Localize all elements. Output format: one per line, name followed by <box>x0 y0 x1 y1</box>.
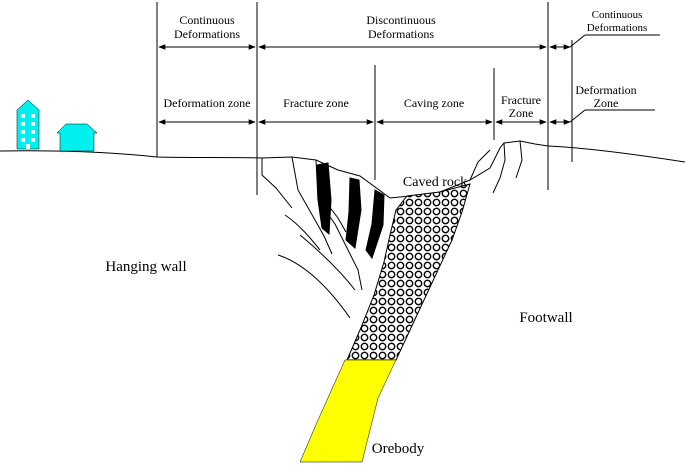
label-deformation-zone-right-1: Deformation <box>575 83 636 97</box>
label-footwall: Footwall <box>519 310 572 326</box>
label-discontinuous-1: Discontinuous <box>366 13 436 27</box>
ground-surface <box>0 140 685 199</box>
caved-rock-mass <box>346 183 471 361</box>
label-deformation-zone-right-2: Zone <box>594 96 619 110</box>
label-deformation-zone-left: Deformation zone <box>164 96 251 110</box>
house-icon <box>56 123 98 152</box>
leader-deformation-right <box>569 109 586 123</box>
label-continuous-right-2: Deformations <box>587 22 647 34</box>
deformation-arrows <box>158 34 660 50</box>
label-fracture-zone-right-2: Zone <box>509 106 534 120</box>
label-continuous-left-2: Deformations <box>174 27 240 41</box>
fracture-wedge-3 <box>365 189 385 260</box>
label-discontinuous-2: Deformations <box>368 27 434 41</box>
label-continuous-right-1: Continuous <box>592 9 643 21</box>
orebody <box>299 359 397 463</box>
label-hanging-wall: Hanging wall <box>105 259 186 275</box>
label-fracture-zone-right-1: Fracture <box>501 93 541 107</box>
fracture-wedge-2 <box>345 177 362 249</box>
footwall-fractures <box>469 140 523 194</box>
label-caved-rock: Caved rock <box>403 175 467 190</box>
fracture-wedges <box>316 162 385 260</box>
leader-continuous-right <box>569 34 586 48</box>
zone-boundaries <box>156 2 573 195</box>
label-orebody: Orebody <box>372 441 425 457</box>
label-fracture-zone-left: Fracture zone <box>283 96 349 110</box>
tall-building-icon <box>16 99 40 150</box>
label-continuous-left-1: Continuous <box>179 13 235 27</box>
zone-arrows <box>158 109 655 125</box>
label-caving-zone: Caving zone <box>404 96 464 110</box>
fracture-wedge-1 <box>316 162 332 236</box>
